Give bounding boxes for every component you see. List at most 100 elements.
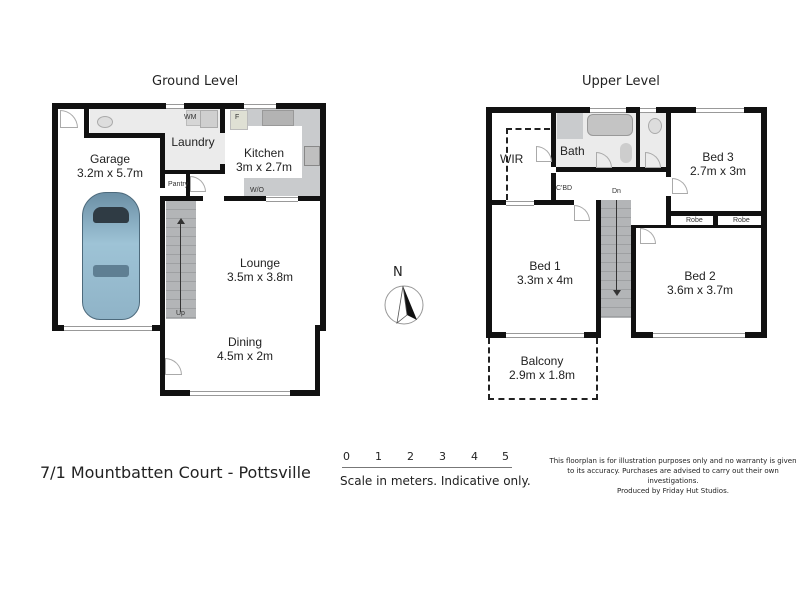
garage-wall-bottom-right xyxy=(152,325,164,331)
toilet-window xyxy=(640,108,656,113)
pantry-wall xyxy=(186,174,190,200)
stairs-up-arrow xyxy=(180,222,181,312)
bed1-sliding-door xyxy=(506,333,584,338)
bath-wall-bottom xyxy=(556,167,636,172)
shower xyxy=(557,113,583,139)
car-windscreen xyxy=(93,265,129,277)
laundry-kitchen-wall xyxy=(220,103,225,133)
dining-wall-right xyxy=(315,325,320,395)
lounge-window-top xyxy=(266,197,298,202)
robe1-label: Robe xyxy=(686,217,703,224)
balcony-label: Balcony 2.9m x 1.8m xyxy=(494,354,590,382)
scale-caption: Scale in meters. Indicative only. xyxy=(340,474,531,488)
disclaimer-line-3: Produced by Friday Hut Studios. xyxy=(617,487,729,495)
bed1-door[interactable] xyxy=(574,205,590,221)
bed2-name: Bed 2 xyxy=(684,269,716,283)
laundry-wall-top-b xyxy=(184,103,244,109)
bed1-label: Bed 1 3.3m x 4m xyxy=(500,259,590,287)
garage-side-door[interactable] xyxy=(60,110,78,128)
bed2-wall-bottom-b xyxy=(745,332,767,338)
kitchen-label: Kitchen 3m x 2.7m xyxy=(226,146,302,174)
toilet xyxy=(97,116,113,128)
garage-wall-right-lower xyxy=(160,196,165,396)
laundry-floor xyxy=(165,133,225,173)
north-arrow-icon xyxy=(384,285,424,325)
lounge-wall-top-a xyxy=(165,196,203,201)
garage-wall-bottom-left xyxy=(52,325,64,331)
bath-window xyxy=(590,108,626,113)
stair-wall-left xyxy=(596,200,601,338)
bed2-wall-bottom-a xyxy=(631,332,653,338)
car-rear-window xyxy=(93,207,129,223)
arrow-down-icon xyxy=(613,290,621,296)
garage-door xyxy=(64,326,152,331)
bed1-wall-top-b xyxy=(534,200,574,205)
garage-name: Garage xyxy=(89,152,131,166)
property-address: 7/1 Mountbatten Court - Pottsville xyxy=(40,463,311,482)
upper-level-title: Upper Level xyxy=(582,74,660,89)
lounge-wall-top-b xyxy=(224,196,266,201)
stairs-down-arrow xyxy=(616,200,617,292)
scale-tick-2: 2 xyxy=(407,450,414,463)
ground-level-title: Ground Level xyxy=(152,74,239,89)
bed2-dim: 3.6m x 3.7m xyxy=(666,283,734,297)
bath-name: Bath xyxy=(560,144,585,158)
arrow-up-icon xyxy=(177,218,185,224)
upper-wall-right xyxy=(761,107,767,338)
laundry-kitchen-wall-lower xyxy=(220,164,225,172)
bed1-wall-bottom-a xyxy=(486,332,506,338)
pantry-door[interactable] xyxy=(190,176,206,192)
disclaimer-line-2: to its accuracy. Purchases are advised t… xyxy=(567,467,779,485)
entry-door[interactable] xyxy=(165,358,182,375)
laundry-window xyxy=(166,104,184,109)
wc-wall-bottom xyxy=(84,133,164,138)
balcony-dim: 2.9m x 1.8m xyxy=(508,368,576,382)
kitchen-dim: 3m x 2.7m xyxy=(235,160,292,174)
upper-wall-top-b xyxy=(626,107,640,113)
dining-label: Dining 4.5m x 2m xyxy=(195,335,295,363)
cooktop xyxy=(304,146,320,166)
bed1-dim: 3.3m x 4m xyxy=(516,273,573,287)
bathtub xyxy=(587,114,633,136)
disclaimer: This floorplan is for illustration purpo… xyxy=(548,456,798,496)
wir-name: WIR xyxy=(500,152,524,166)
wir-label: WIR xyxy=(500,152,550,166)
kitchen-name: Kitchen xyxy=(243,146,285,160)
bed3-door[interactable] xyxy=(672,178,688,194)
wir-bath-wall xyxy=(551,107,556,167)
scale-tick-5: 5 xyxy=(502,450,509,463)
bed3-wall-left xyxy=(666,107,671,177)
laundry-name: Laundry xyxy=(171,135,215,149)
dining-sliding-door xyxy=(190,391,290,396)
scale-tick-4: 4 xyxy=(471,450,478,463)
bed3-name: Bed 3 xyxy=(702,150,734,164)
garage-wall-top-left xyxy=(52,103,84,109)
dining-wall-bottom-left xyxy=(160,390,190,396)
bed3-window xyxy=(696,108,744,113)
robe2-label: Robe xyxy=(733,217,750,224)
wc-wall-left xyxy=(84,103,89,138)
bed2-door[interactable] xyxy=(640,228,656,244)
stair-wall-right xyxy=(631,225,636,338)
bed3-dim: 2.7m x 3m xyxy=(689,164,746,178)
lounge-name: Lounge xyxy=(239,256,281,270)
bath-label: Bath xyxy=(560,144,594,158)
dining-step-wall xyxy=(315,325,326,331)
lounge-wall-top-c xyxy=(298,196,326,201)
kitchen-sink xyxy=(262,110,294,126)
kitchen-wall-top xyxy=(276,103,326,109)
garage-wall-right-upper xyxy=(160,133,165,188)
dn-label: Dn xyxy=(612,188,621,195)
dining-name: Dining xyxy=(227,335,263,349)
scale-line xyxy=(342,467,512,468)
wir-hanging-rail-top xyxy=(506,128,550,130)
wir-cbd-wall xyxy=(551,173,556,205)
garage-dim: 3.2m x 5.7m xyxy=(76,166,144,180)
fridge-label: F xyxy=(235,114,240,121)
up-label: Up xyxy=(176,310,185,317)
upper-wall-top-d xyxy=(744,107,766,113)
disclaimer-line-1: This floorplan is for illustration purpo… xyxy=(549,457,797,465)
scale-tick-0: 0 xyxy=(343,450,350,463)
toilet-wall-bottom xyxy=(640,167,668,172)
laundry-wall-top-a xyxy=(142,103,166,109)
